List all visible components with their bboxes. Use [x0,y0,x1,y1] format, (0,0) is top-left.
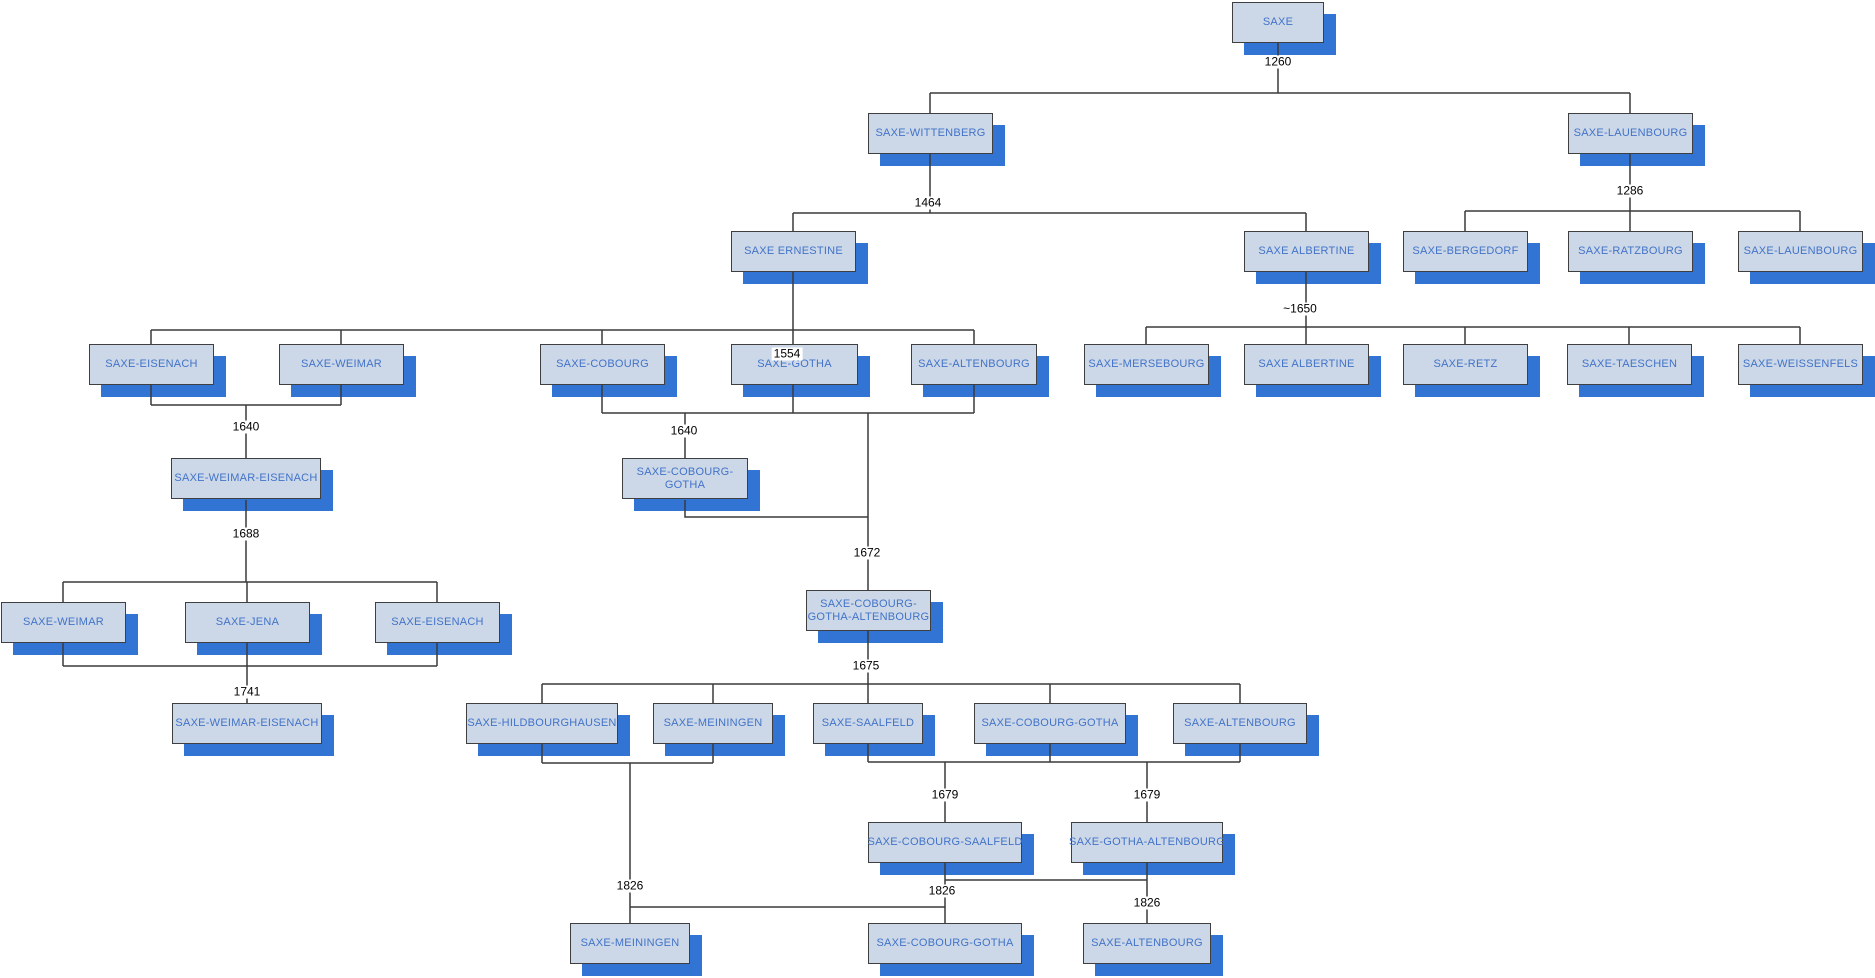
node-saxe-cobourg-gotha-3: SAXE-COBOURG-GOTHA [868,923,1022,964]
node-saxe-jena: SAXE-JENA [185,602,310,643]
connector-eisenach-weimar-union [150,385,342,458]
date-label-1826-altenbourg: 1826 [1131,895,1163,910]
node-saxe-weissenfels: SAXE-WEISSENFELS [1738,344,1863,385]
connector-albertine-split [1145,272,1801,344]
node-saxe-meiningen-2: SAXE-MEININGEN [570,923,690,964]
node-saxe-gotha-altenbourg: SAXE-GOTHA-ALTENBOURG [1069,822,1225,863]
date-label-1826-cobourg-gotha: 1826 [926,883,958,898]
node-label-line1: SAXE-COBOURG- [820,598,917,610]
connector-wittenberg-split [792,154,1307,231]
node-saxe-weimar-eisenach-2: SAXE-WEIMAR-EISENACH [172,703,322,744]
date-label-1741: 1741 [231,684,263,699]
date-label-1640-cobourg: 1640 [668,423,700,438]
connector-ernestine-split [150,272,975,344]
node-saxe-altenbourg-1: SAXE-ALTENBOURG [911,344,1037,385]
node-saxe-saalfeld: SAXE-SAALFELD [813,703,923,744]
date-label-1464: 1464 [912,195,944,210]
node-label-line1: SAXE-COBOURG- [636,466,734,478]
node-saxe-retz: SAXE-RETZ [1403,344,1528,385]
date-label-1679-altenbourg: 1679 [1131,787,1163,802]
connector-cobourg-gotha-union [684,500,868,518]
connector-cga-split [541,631,1241,703]
node-saxe-eisenach-2: SAXE-EISENACH [375,602,500,643]
node-saxe-albertine-1: SAXE ALBERTINE [1244,231,1369,272]
date-label-1672: 1672 [851,545,883,560]
connector-1826-meiningen-union [541,744,714,923]
node-label-line2: GOTHA [664,478,706,491]
connector-weimar-eisenach-split [62,500,438,602]
node-saxe-lauenbourg-1: SAXE-LAUENBOURG [1568,113,1693,154]
node-saxe-mersebourg: SAXE-MERSEBOURG [1084,344,1209,385]
connector-saxe-split [929,43,1631,113]
node-saxe-ernestine: SAXE ERNESTINE [731,231,856,272]
node-saxe-altenbourg-2: SAXE-ALTENBOURG [1173,703,1307,744]
connector-1679-unions [867,744,1241,822]
node-saxe-weimar-eisenach-1: SAXE-WEIMAR-EISENACH [171,458,321,499]
date-label-1688: 1688 [230,526,262,541]
node-saxe-hildbourghausen: SAXE-HILDBOURGHAUSEN [466,703,618,744]
date-label-1640-weimar: 1640 [230,419,262,434]
date-label-1554: 1554 [771,346,803,361]
node-saxe-wittenberg: SAXE-WITTENBERG [868,113,993,154]
node-saxe-eisenach-1: SAXE-EISENACH [89,344,214,385]
date-label-1260: 1260 [1262,54,1294,69]
date-label-1650: ~1650 [1281,301,1319,316]
node-saxe-taeschen: SAXE-TAESCHEN [1567,344,1692,385]
date-label-1286: 1286 [1614,183,1646,198]
node-saxe-bergedorf: SAXE-BERGEDORF [1403,231,1528,272]
node-saxe-cobourg-gotha-altenbourg: SAXE-COBOURG- GOTHA-ALTENBOURG [806,590,931,631]
node-saxe-cobourg: SAXE-COBOURG [540,344,665,385]
node-saxe-altenbourg-3: SAXE-ALTENBOURG [1083,923,1211,964]
date-label-1675: 1675 [850,658,882,673]
connector-1826-unions [630,862,1148,923]
node-saxe-cobourg-gotha-1: SAXE-COBOURG- GOTHA [622,458,748,499]
node-saxe-weimar-1: SAXE-WEIMAR [279,344,404,385]
node-saxe-cobourg-saalfeld: SAXE-COBOURG-SAALFELD [868,822,1022,863]
connector-lauenbourg-split [1464,154,1801,231]
node-saxe-lauenbourg-2: SAXE-LAUENBOURG [1738,231,1863,272]
node-saxe: SAXE [1232,2,1324,43]
connector-1741-union [62,643,438,703]
node-saxe-cobourg-gotha-2: SAXE-COBOURG-GOTHA [974,703,1126,744]
node-label-line2: GOTHA-ALTENBOURG [807,610,930,623]
node-saxe-weimar-2: SAXE-WEIMAR [1,602,126,643]
date-label-1826-meiningen: 1826 [614,878,646,893]
node-saxe-albertine-2: SAXE ALBERTINE [1244,344,1369,385]
node-saxe-ratzbourg: SAXE-RATZBOURG [1568,231,1693,272]
connector-cobourg-gotha-altenbourg-row [601,385,975,590]
node-saxe-meiningen-1: SAXE-MEININGEN [653,703,773,744]
date-label-1679-saalfeld: 1679 [929,787,961,802]
